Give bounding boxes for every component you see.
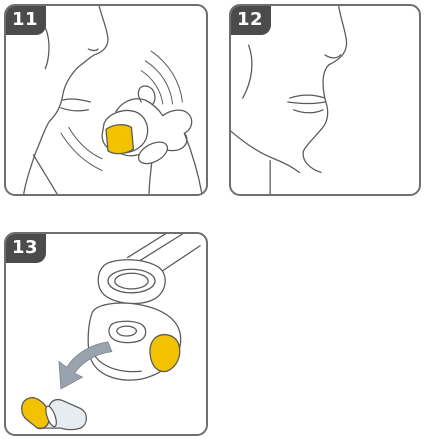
inhaler-yellow-accent — [106, 125, 133, 154]
step-number: 12 — [237, 9, 263, 30]
step-11-panel: 11 — [4, 4, 208, 196]
mouth-line — [288, 102, 325, 103]
step-13-panel: 13 — [4, 232, 208, 436]
nostril — [88, 49, 98, 50]
upper-lip — [63, 99, 90, 102]
face-outline — [303, 6, 346, 172]
airflow-wave — [69, 127, 102, 158]
capsule-yellow-half — [22, 398, 50, 429]
step-number-badge: 13 — [4, 232, 46, 263]
nostril — [325, 55, 341, 58]
lower-lip — [61, 108, 88, 111]
inhaler-yellow-button — [150, 335, 180, 372]
airflow-wave — [151, 51, 182, 102]
cheek-line — [243, 45, 252, 98]
step-number-badge: 12 — [229, 4, 271, 35]
step-12-panel: 12 — [229, 4, 421, 196]
step-number: 13 — [12, 237, 38, 258]
step-number: 11 — [12, 9, 38, 30]
upper-lip — [290, 95, 325, 98]
lower-lip — [294, 110, 323, 113]
jaw-line — [231, 131, 300, 172]
airflow-wave — [61, 133, 102, 170]
neck-line — [34, 155, 58, 194]
cheek-line — [45, 28, 49, 69]
airflow-wave — [141, 71, 163, 104]
capsule-removal-illustration — [6, 234, 206, 434]
step-number-badge: 11 — [4, 4, 46, 35]
